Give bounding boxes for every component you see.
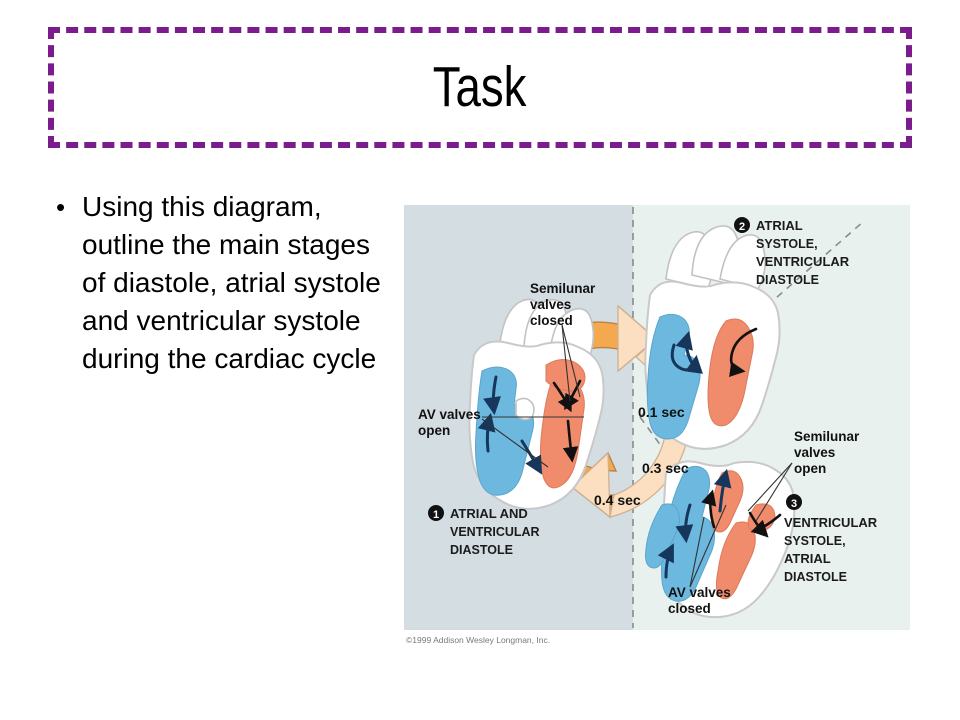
- label-line: Semilunar: [530, 281, 596, 296]
- caption-line: DIASTOLE: [756, 273, 819, 287]
- copyright-notice: ©1999 Addison Wesley Longman, Inc.: [406, 635, 550, 645]
- label-line: closed: [668, 601, 711, 616]
- label-line: open: [418, 423, 450, 438]
- label-line: AV valves: [668, 585, 731, 600]
- figure-footer-strip: [404, 630, 910, 653]
- caption-line: DIASTOLE: [450, 543, 513, 557]
- label-av-valves-open: AV valves open: [418, 407, 481, 438]
- stage-caption-2: 2 ATRIAL SYSTOLE, VENTRICULAR DIASTOLE: [734, 217, 850, 287]
- slide-title-box: Task: [48, 27, 912, 148]
- heart-diagram-stage-2: [644, 225, 781, 450]
- stage-caption-1: 1 ATRIAL AND VENTRICULAR DIASTOLE: [428, 505, 540, 557]
- heart-diagram-stage-1: [468, 298, 605, 510]
- heart-diagram-stage-3: [645, 460, 796, 619]
- caption-line: SYSTOLE,: [756, 237, 818, 251]
- cycle-arrow-light-head: [571, 451, 611, 519]
- list-item: • Using this diagram, outline the main s…: [56, 188, 386, 378]
- stage-number-badge-3: [786, 494, 802, 510]
- stage-number-badge-2: [734, 217, 750, 233]
- label-av-valves-closed: AV valves closed: [668, 585, 731, 616]
- stage-number-2: 2: [739, 221, 745, 233]
- stage-number-3: 3: [791, 498, 797, 510]
- caption-line: VENTRICULAR: [784, 515, 878, 530]
- caption-line: SYSTOLE,: [784, 534, 846, 548]
- page-title: Task: [433, 55, 527, 119]
- caption-line: ATRIAL: [784, 551, 831, 566]
- cardiac-cycle-figure: .lblSC { font-family: "Liberation Sans",…: [404, 205, 910, 653]
- stage-number-badge-1: [428, 505, 444, 521]
- bullet-marker: •: [56, 192, 66, 222]
- duration-0-4-sec: 0.4 sec: [594, 492, 641, 508]
- caption-line: VENTRICULAR: [450, 525, 540, 539]
- caption-line: VENTRICULAR: [756, 254, 850, 269]
- label-line: AV valves: [418, 407, 481, 422]
- label-semilunar-valves-open: Semilunar valves open: [794, 429, 860, 476]
- stage-number-1: 1: [433, 509, 439, 521]
- duration-0-1-sec: 0.1 sec: [638, 404, 685, 420]
- label-semilunar-valves-closed: Semilunar valves closed: [530, 281, 596, 328]
- label-leader-lines: [481, 324, 793, 588]
- label-line: Semilunar: [794, 429, 860, 444]
- caption-line: ATRIAL: [756, 218, 803, 233]
- slide-body: • Using this diagram, outline the main s…: [56, 188, 386, 378]
- label-line: valves: [530, 297, 571, 312]
- stage-caption-3: 3 VENTRICULAR SYSTOLE, ATRIAL DIASTOLE: [784, 494, 878, 584]
- bullet-text: Using this diagram, outline the main sta…: [82, 191, 381, 374]
- duration-0-3-sec: 0.3 sec: [642, 460, 689, 476]
- cycle-arrow-light-tail: [617, 304, 658, 373]
- label-line: open: [794, 461, 826, 476]
- label-line: valves: [794, 445, 835, 460]
- caption-line: ATRIAL AND: [450, 506, 528, 521]
- label-line: closed: [530, 313, 573, 328]
- caption-line: DIASTOLE: [784, 570, 847, 584]
